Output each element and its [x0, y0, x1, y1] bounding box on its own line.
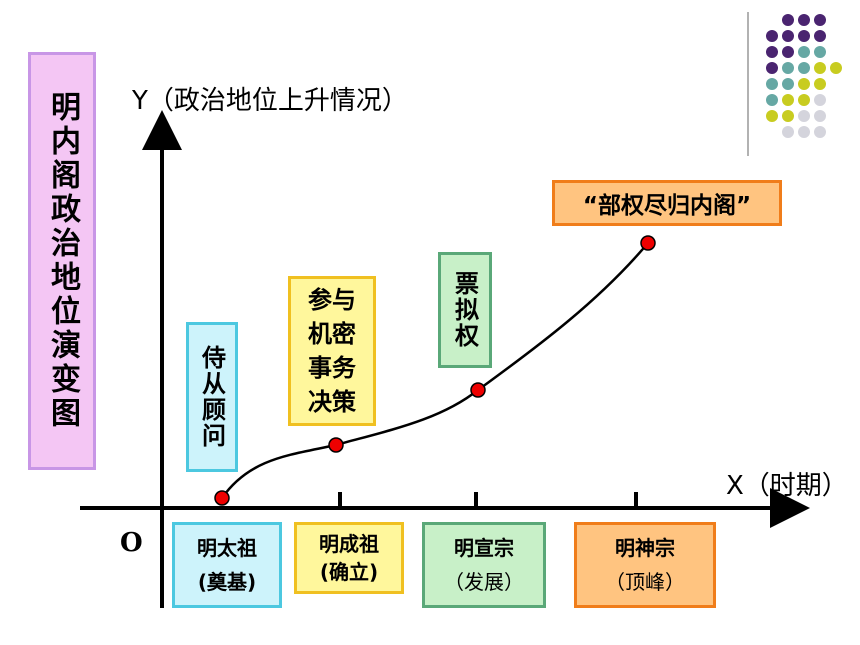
origin-label: O — [120, 528, 143, 558]
decorative-dot — [814, 46, 826, 58]
decorative-dot — [782, 110, 794, 122]
trend-curve — [220, 242, 649, 499]
decorative-dot — [798, 62, 810, 74]
period-box-2: 明成祖 (确立) — [294, 522, 404, 594]
decorative-dot — [798, 78, 810, 90]
decorative-dot — [814, 110, 826, 122]
curve-point — [470, 382, 486, 398]
decorative-dot — [830, 62, 842, 74]
decorative-dot — [814, 30, 826, 42]
decorative-dot — [766, 110, 778, 122]
decorative-dot — [782, 46, 794, 58]
decorative-dot — [782, 94, 794, 106]
decorative-dot — [798, 110, 810, 122]
stage-box-1: 侍从顾问 — [186, 322, 238, 472]
decorative-dot — [782, 78, 794, 90]
curve-point — [214, 490, 230, 506]
diagram-title-box: 明内阁政治地位演变图 — [28, 52, 96, 470]
decorative-dot — [798, 30, 810, 42]
period-box-4: 明神宗 （顶峰） — [574, 522, 716, 608]
decorative-dot — [766, 78, 778, 90]
decorative-dot — [782, 62, 794, 74]
decorative-dot — [782, 14, 794, 26]
stage-box-2: 参与 机密 事务 决策 — [288, 276, 376, 426]
decorative-dot — [798, 46, 810, 58]
decorative-dot — [782, 30, 794, 42]
decorative-dot — [766, 62, 778, 74]
decorative-dot — [814, 126, 826, 138]
decorative-dot — [766, 94, 778, 106]
curve-point — [328, 437, 344, 453]
decorative-dot — [798, 14, 810, 26]
curve-point — [640, 235, 656, 251]
decorative-dot-grid — [747, 12, 842, 156]
decorative-dot — [766, 46, 778, 58]
stage-box-4: “部权尽归内阁” — [552, 180, 782, 226]
decorative-dot — [766, 30, 778, 42]
period-box-3: 明宣宗 （发展） — [422, 522, 546, 608]
diagram-title: 明内阁政治地位演变图 — [45, 91, 80, 431]
decorative-dot — [814, 14, 826, 26]
period-box-1: 明太祖 (奠基) — [172, 522, 282, 608]
decorative-dot — [782, 126, 794, 138]
decorative-dot — [814, 78, 826, 90]
decorative-dot — [798, 126, 810, 138]
decorative-dot — [798, 94, 810, 106]
decorative-dot — [814, 94, 826, 106]
stage-box-3: 票拟权 — [438, 252, 492, 368]
decorative-dot — [814, 62, 826, 74]
